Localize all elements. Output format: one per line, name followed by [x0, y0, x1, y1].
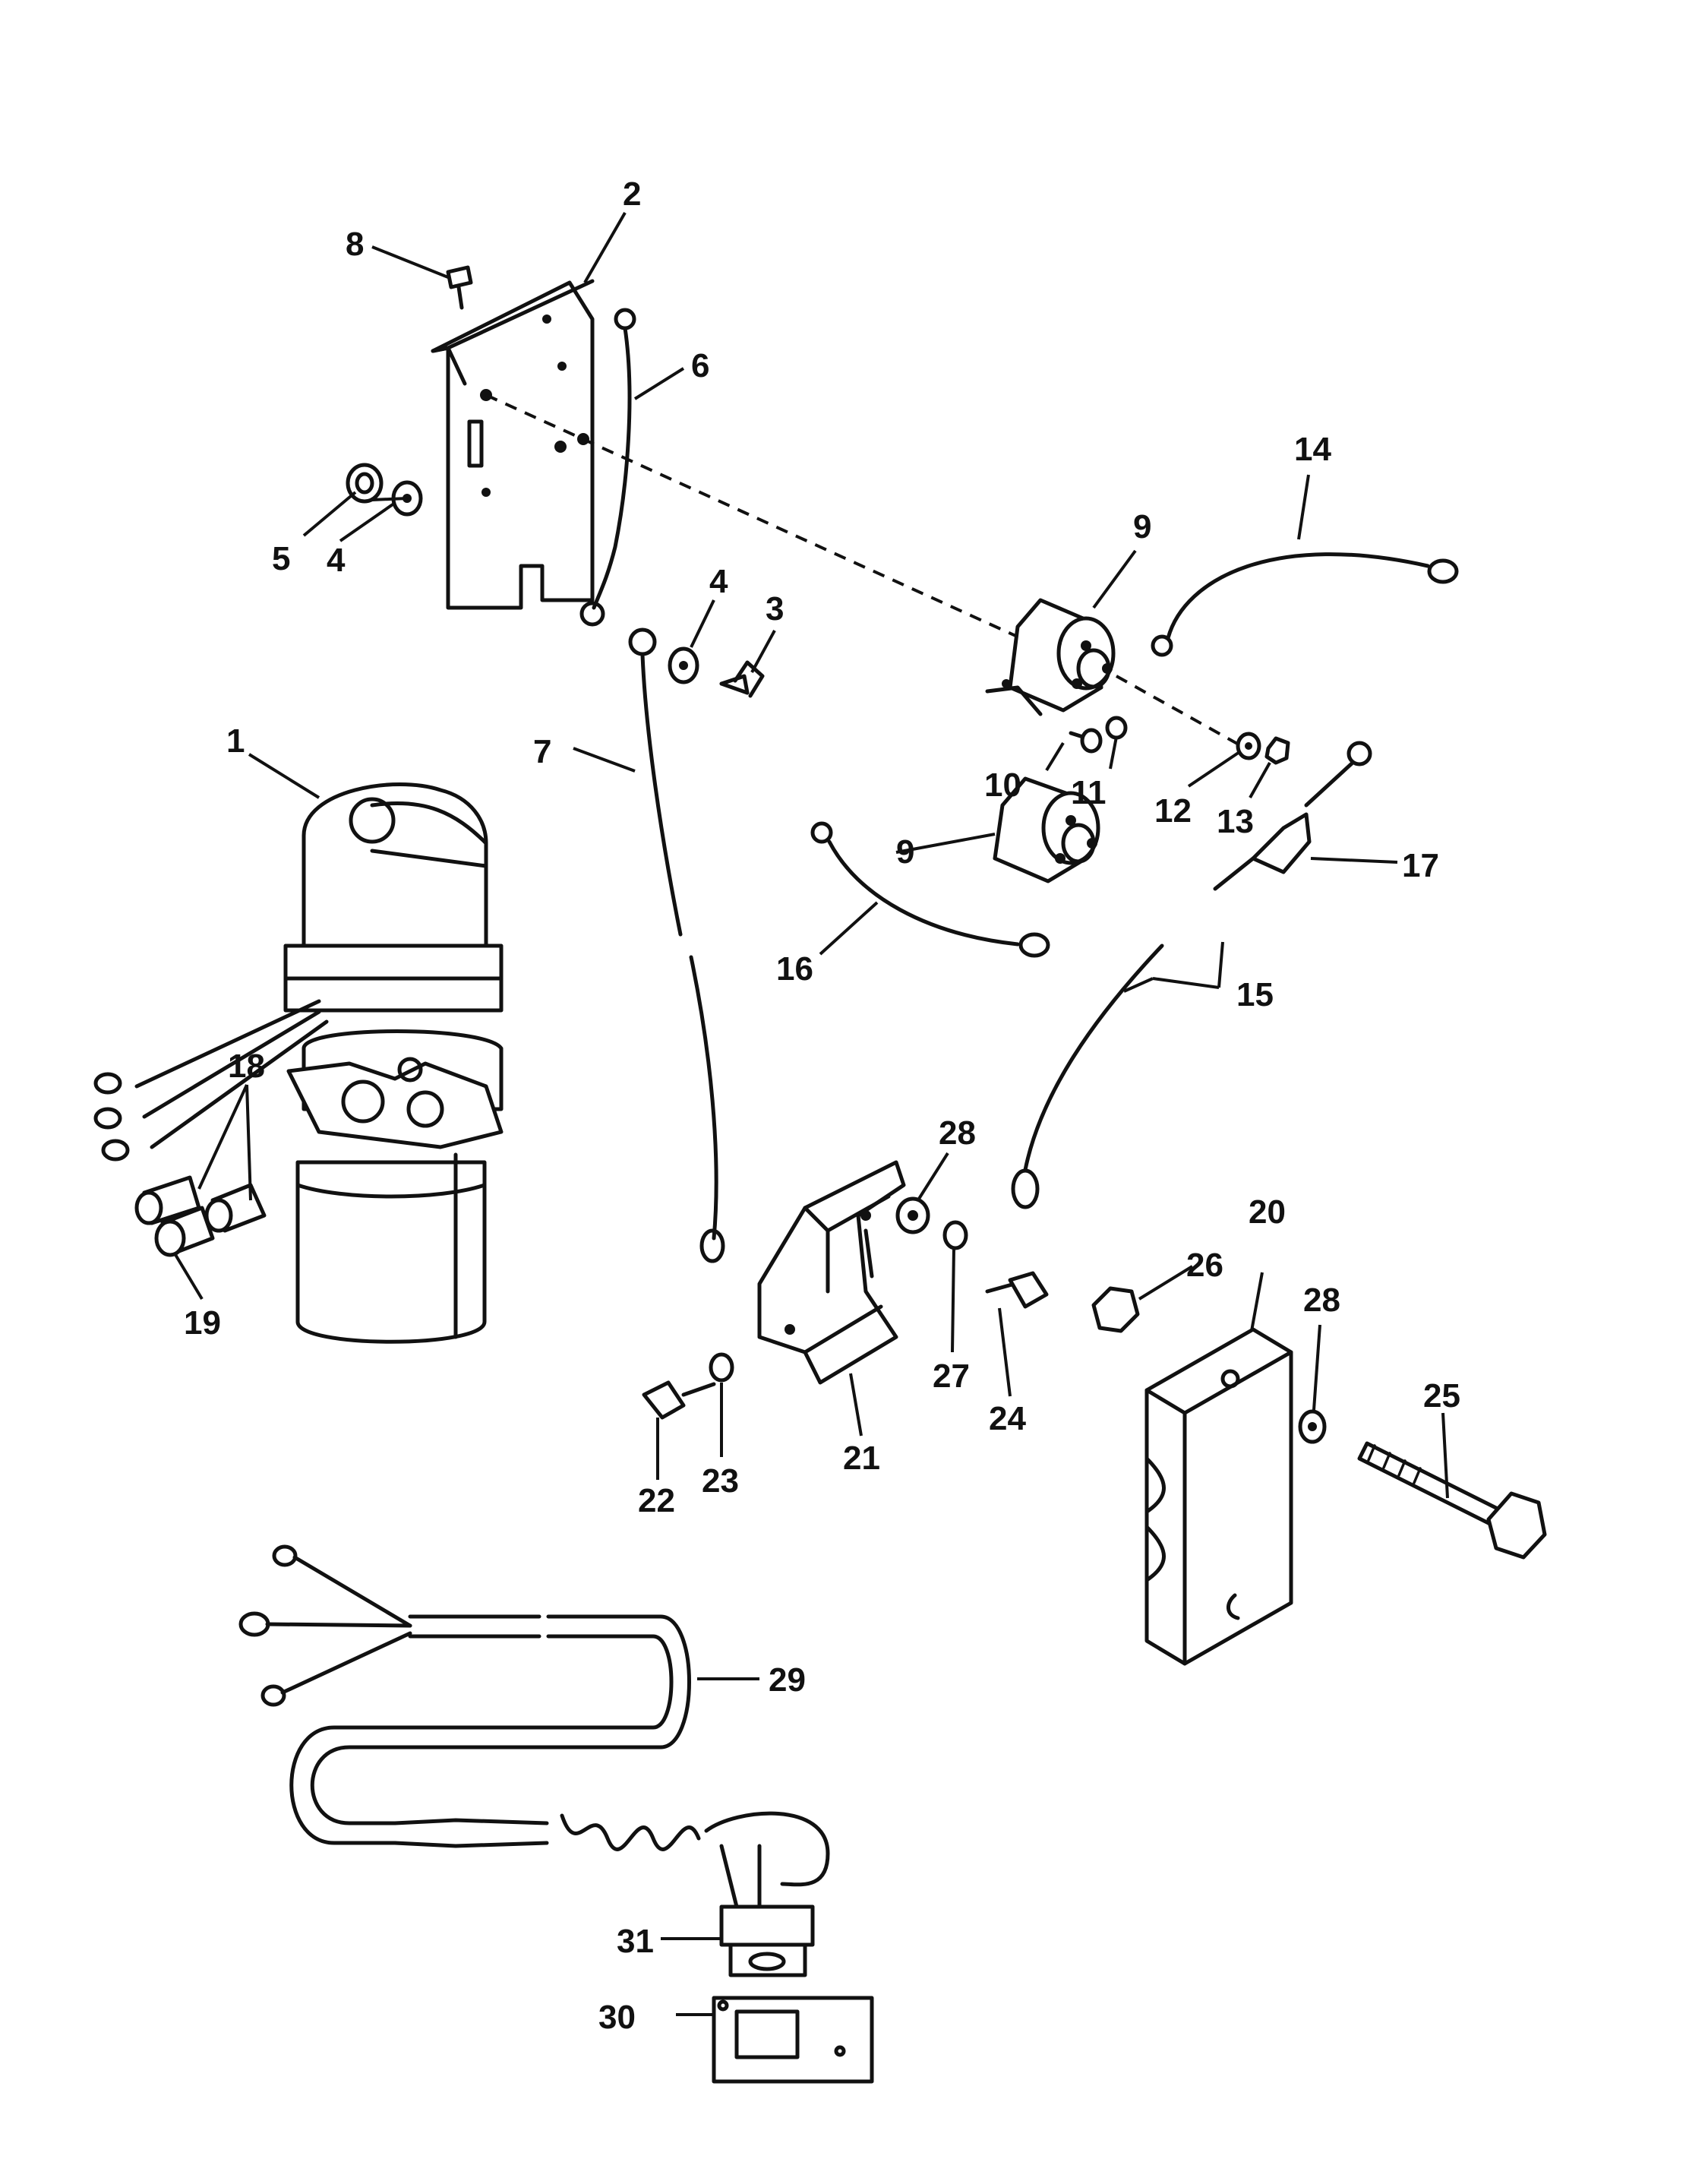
- hex-nut: [1091, 1286, 1140, 1333]
- callout-23: 23: [702, 1462, 739, 1500]
- bolt-and-washer-lower: [642, 1352, 734, 1420]
- callout-12: 12: [1154, 792, 1192, 830]
- callout-31: 31: [617, 1923, 654, 1960]
- washer-and-bolt-center: [668, 646, 765, 698]
- callout-28-center: 28: [939, 1114, 976, 1152]
- callout-30: 30: [598, 1999, 636, 2036]
- bolt-and-washer-right: [1298, 1409, 1547, 1560]
- callout-25: 25: [1423, 1377, 1460, 1414]
- callout-16: 16: [776, 950, 813, 988]
- callout-9-upper: 9: [1133, 508, 1151, 545]
- wire-harness: [238, 1544, 830, 1909]
- callout-4-center: 4: [709, 563, 728, 600]
- callout-2: 2: [623, 175, 641, 213]
- callout-22: 22: [638, 1482, 675, 1519]
- callout-6: 6: [691, 347, 709, 384]
- solenoid-lower: [993, 776, 1100, 883]
- callout-29: 29: [769, 1661, 806, 1699]
- mounting-bracket-lower: [757, 1160, 906, 1385]
- battery-cable-long: [628, 627, 725, 1263]
- callout-1: 1: [226, 722, 245, 760]
- screw: [446, 265, 473, 310]
- mounting-bracket-plate: [431, 279, 595, 610]
- spacer-block: [1144, 1327, 1293, 1666]
- callout-13: 13: [1217, 803, 1254, 840]
- callout-27: 27: [933, 1358, 970, 1395]
- callout-18: 18: [228, 1048, 265, 1085]
- callout-5: 5: [272, 540, 290, 577]
- callout-19: 19: [184, 1304, 221, 1342]
- alignment-line-upper: [485, 394, 1072, 662]
- solenoid-cable-lower: [810, 821, 1050, 958]
- callout-9-lower: 9: [896, 833, 914, 871]
- leader-lines: [173, 212, 1449, 2016]
- solenoid-upper: [985, 598, 1116, 716]
- callout-24: 24: [989, 1400, 1026, 1437]
- solenoid-cable-upper: [1151, 552, 1459, 657]
- cable-boot-and-cable: [1011, 741, 1372, 1209]
- callout-28-right: 28: [1303, 1282, 1340, 1319]
- callout-10: 10: [984, 766, 1021, 804]
- switch-mounting-plate: [712, 1996, 874, 2084]
- callout-8: 8: [346, 226, 364, 263]
- callout-4-left: 4: [327, 542, 346, 579]
- trim-switch: [719, 1904, 815, 1977]
- callout-26: 26: [1186, 1247, 1223, 1284]
- callout-14: 14: [1294, 431, 1331, 468]
- pump-motor-assembly: [93, 782, 504, 1344]
- callout-20: 20: [1249, 1193, 1286, 1231]
- callout-15: 15: [1236, 976, 1274, 1013]
- ground-cable-short: [579, 308, 636, 627]
- callout-3: 3: [766, 590, 784, 627]
- alignment-line-lower: [1116, 675, 1246, 750]
- spacer-and-washer-left: [346, 463, 423, 517]
- callout-7: 7: [533, 733, 551, 770]
- bracket-fasteners: [895, 1196, 1049, 1309]
- solenoid-screws: [1069, 716, 1128, 754]
- callout-17: 17: [1402, 847, 1439, 884]
- callout-11: 11: [1071, 774, 1107, 811]
- washer-and-nut-right: [1236, 732, 1290, 765]
- callout-21: 21: [843, 1440, 880, 1477]
